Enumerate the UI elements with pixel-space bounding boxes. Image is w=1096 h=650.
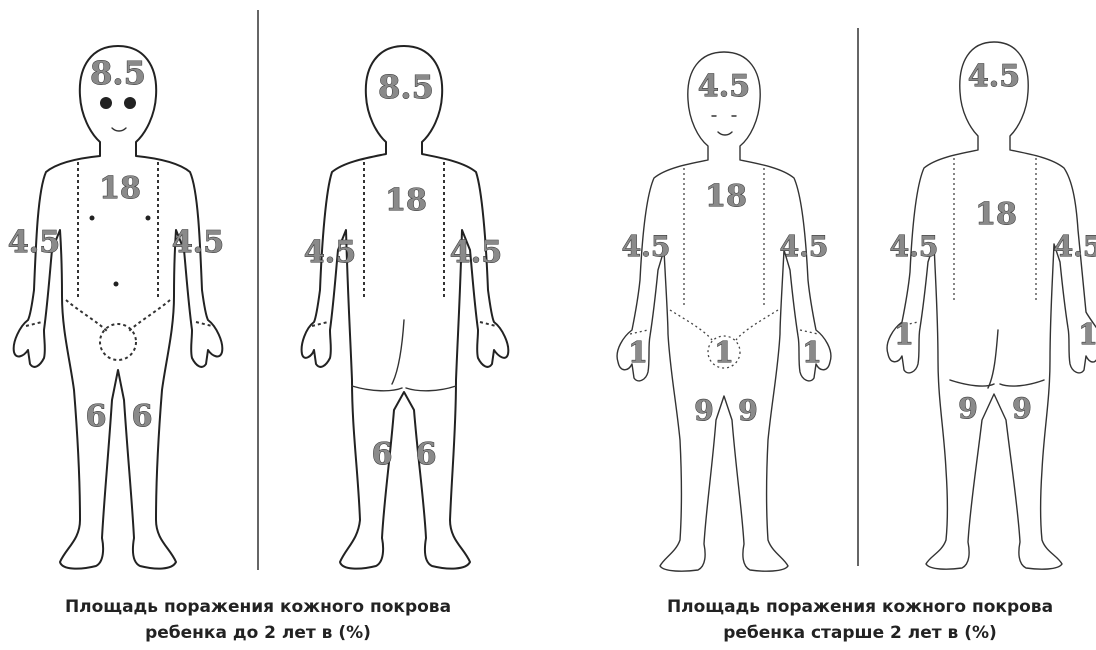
caption-child: Площадь поражения кожного покрова ребенк… [630, 594, 1090, 646]
caption-infant: Площадь поражения кожного покрова ребенк… [28, 594, 488, 646]
label-arm-left: 4.5 [1054, 230, 1096, 263]
infant-front-figure: 8.5 18 4.5 4.5 6 6 [8, 46, 224, 569]
label-head: 8.5 [90, 54, 146, 92]
label-arm-left: 4.5 [780, 230, 829, 263]
label-arm-right: 4.5 [890, 230, 939, 263]
caption-child-line1: Площадь поражения кожного покрова [630, 594, 1090, 620]
child-front-figure: 4.5 18 4.5 4.5 1 1 1 9 9 [617, 52, 831, 571]
label-arm-right: 4.5 [622, 230, 671, 263]
nipple-left [90, 216, 95, 221]
label-leg-right: 6 [86, 399, 107, 434]
caption-child-line2: ребенка старше 2 лет в (%) [630, 620, 1090, 646]
label-trunk: 18 [705, 179, 747, 214]
label-trunk: 18 [99, 171, 141, 206]
left-eye [100, 97, 112, 109]
navel [114, 282, 119, 287]
label-hand-right: 1 [628, 336, 647, 369]
caption-infant-line2: ребенка до 2 лет в (%) [28, 620, 488, 646]
label-arm-left: 4.5 [172, 225, 224, 260]
label-leg-left: 6 [132, 399, 153, 434]
right-eye [124, 97, 136, 109]
label-leg-left: 9 [738, 394, 757, 427]
label-arm-right: 4.5 [8, 225, 60, 260]
label-leg-left: 9 [1012, 392, 1031, 425]
label-leg-right: 9 [958, 392, 977, 425]
nipple-right [146, 216, 151, 221]
caption-infant-line1: Площадь поражения кожного покрова [28, 594, 488, 620]
label-groin: 1 [714, 336, 733, 369]
label-leg-right: 9 [694, 394, 713, 427]
label-trunk: 18 [975, 197, 1017, 232]
label-hand-right: 1 [894, 318, 913, 351]
label-arm-left: 4.5 [450, 235, 502, 270]
label-leg-left: 6 [416, 437, 437, 472]
child-back-figure: 4.5 18 4.5 4.5 1 1 9 9 [887, 42, 1096, 569]
label-head: 8.5 [378, 68, 434, 106]
label-hand-left: 1 [1078, 318, 1096, 351]
label-leg-right: 6 [372, 437, 393, 472]
label-hand-left: 1 [802, 336, 821, 369]
label-head: 4.5 [698, 69, 750, 104]
infant-back-figure: 8.5 18 4.5 4.5 6 6 [302, 46, 509, 569]
label-arm-right: 4.5 [304, 235, 356, 270]
label-head: 4.5 [968, 59, 1020, 94]
label-trunk: 18 [385, 183, 427, 218]
